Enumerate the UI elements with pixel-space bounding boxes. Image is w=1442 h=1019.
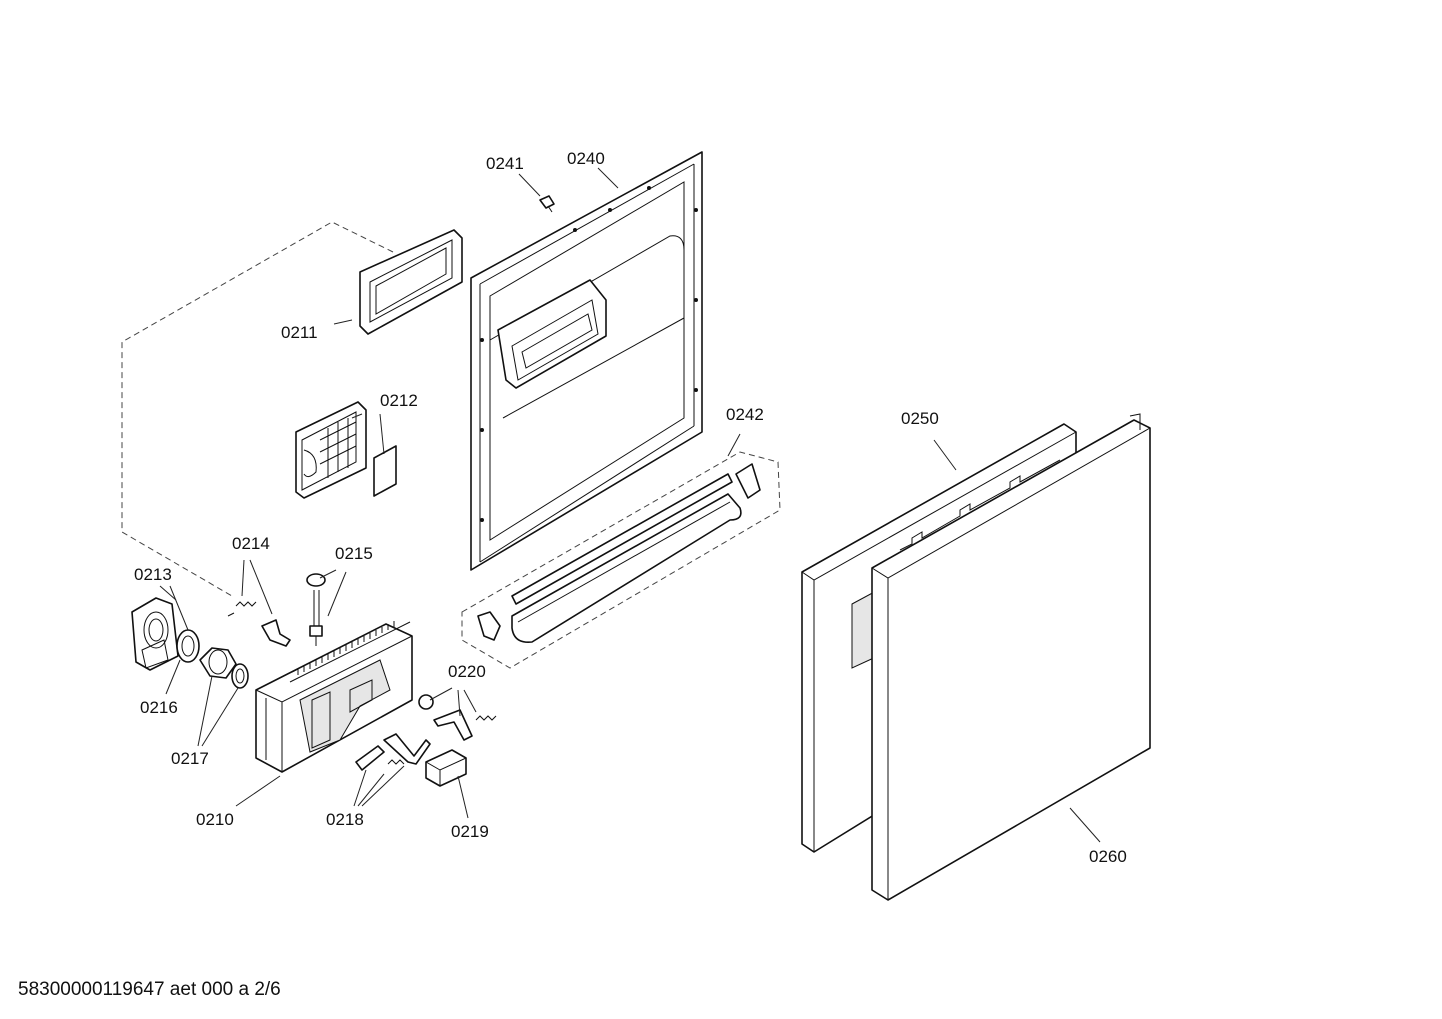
part-0240-inner-door [470, 151, 703, 571]
part-0242-rail-kit [461, 451, 781, 669]
part-0210-dispenser [255, 621, 413, 773]
label-0219: 0219 [451, 822, 489, 841]
label-0242: 0242 [726, 405, 764, 424]
part-0219-switch [425, 749, 467, 787]
part-0213-housing [131, 597, 179, 671]
part-0218-levers [355, 733, 431, 771]
part-0220-assembly [418, 694, 497, 741]
label-0215: 0215 [335, 544, 373, 563]
label-0220: 0220 [448, 662, 486, 681]
leader-lines [159, 167, 1101, 843]
part-0217-knob [199, 647, 249, 689]
assembly-outline [121, 221, 394, 597]
part-0215-plunger [306, 573, 326, 646]
label-0240: 0240 [567, 149, 605, 168]
label-0211: 0211 [281, 323, 318, 342]
label-0241: 0241 [486, 154, 524, 173]
label-0250: 0250 [901, 409, 939, 428]
label-0218: 0218 [326, 810, 364, 829]
part-0211-frame [359, 229, 463, 335]
label-0260: 0260 [1089, 847, 1127, 866]
part-0241-screw [539, 195, 555, 213]
part-0214-spring-lever [227, 601, 291, 647]
label-0212: 0212 [380, 391, 418, 410]
label-0216: 0216 [140, 698, 178, 717]
label-0214: 0214 [232, 534, 270, 553]
part-0260-front-panel [871, 413, 1151, 901]
label-0213: 0213 [134, 565, 172, 584]
label-0210: 0210 [196, 810, 234, 829]
part-0212-cover [295, 401, 397, 499]
document-id: 58300000119647 aet 000 a 2/6 [18, 979, 281, 1000]
label-0217: 0217 [171, 749, 209, 768]
part-0216-seal-ring [176, 629, 200, 663]
